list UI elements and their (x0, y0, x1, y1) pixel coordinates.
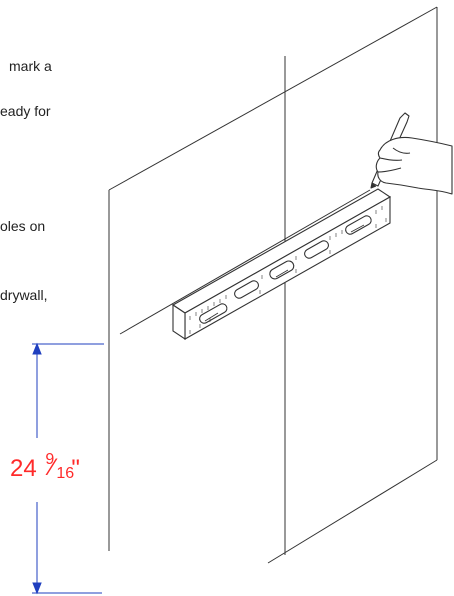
measurement-fraction: 9 ⁄ 16 (43, 451, 75, 482)
arrowhead-down (32, 582, 42, 595)
hand-with-pencil (370, 112, 453, 195)
level-vial-4 (304, 240, 329, 259)
measurement-label: 24 9 ⁄ 16 " (10, 451, 80, 485)
instruction-fragment-2: eady for (0, 103, 51, 119)
height-dimension (32, 342, 104, 595)
measurement-slash: ⁄ (50, 454, 55, 481)
measurement-denominator: 16 (56, 465, 75, 482)
level-vial-5 (345, 215, 372, 235)
arrowhead-up (32, 342, 42, 355)
level-scale-ticks (189, 206, 387, 334)
measurement-unit: " (71, 455, 80, 482)
measurement-whole: 24 (10, 455, 37, 482)
level-vial-3 (269, 260, 295, 280)
instruction-fragment-4: drywall, (0, 287, 48, 303)
level-vial-1 (199, 303, 228, 324)
measurement-numerator: 9 (45, 451, 55, 468)
wall-panel (108, 6, 438, 564)
instruction-fragment-3: oles on (0, 218, 46, 234)
spirit-level (171, 188, 392, 341)
level-vial-2 (234, 280, 259, 299)
instruction-fragment-1: mark a (9, 58, 52, 74)
